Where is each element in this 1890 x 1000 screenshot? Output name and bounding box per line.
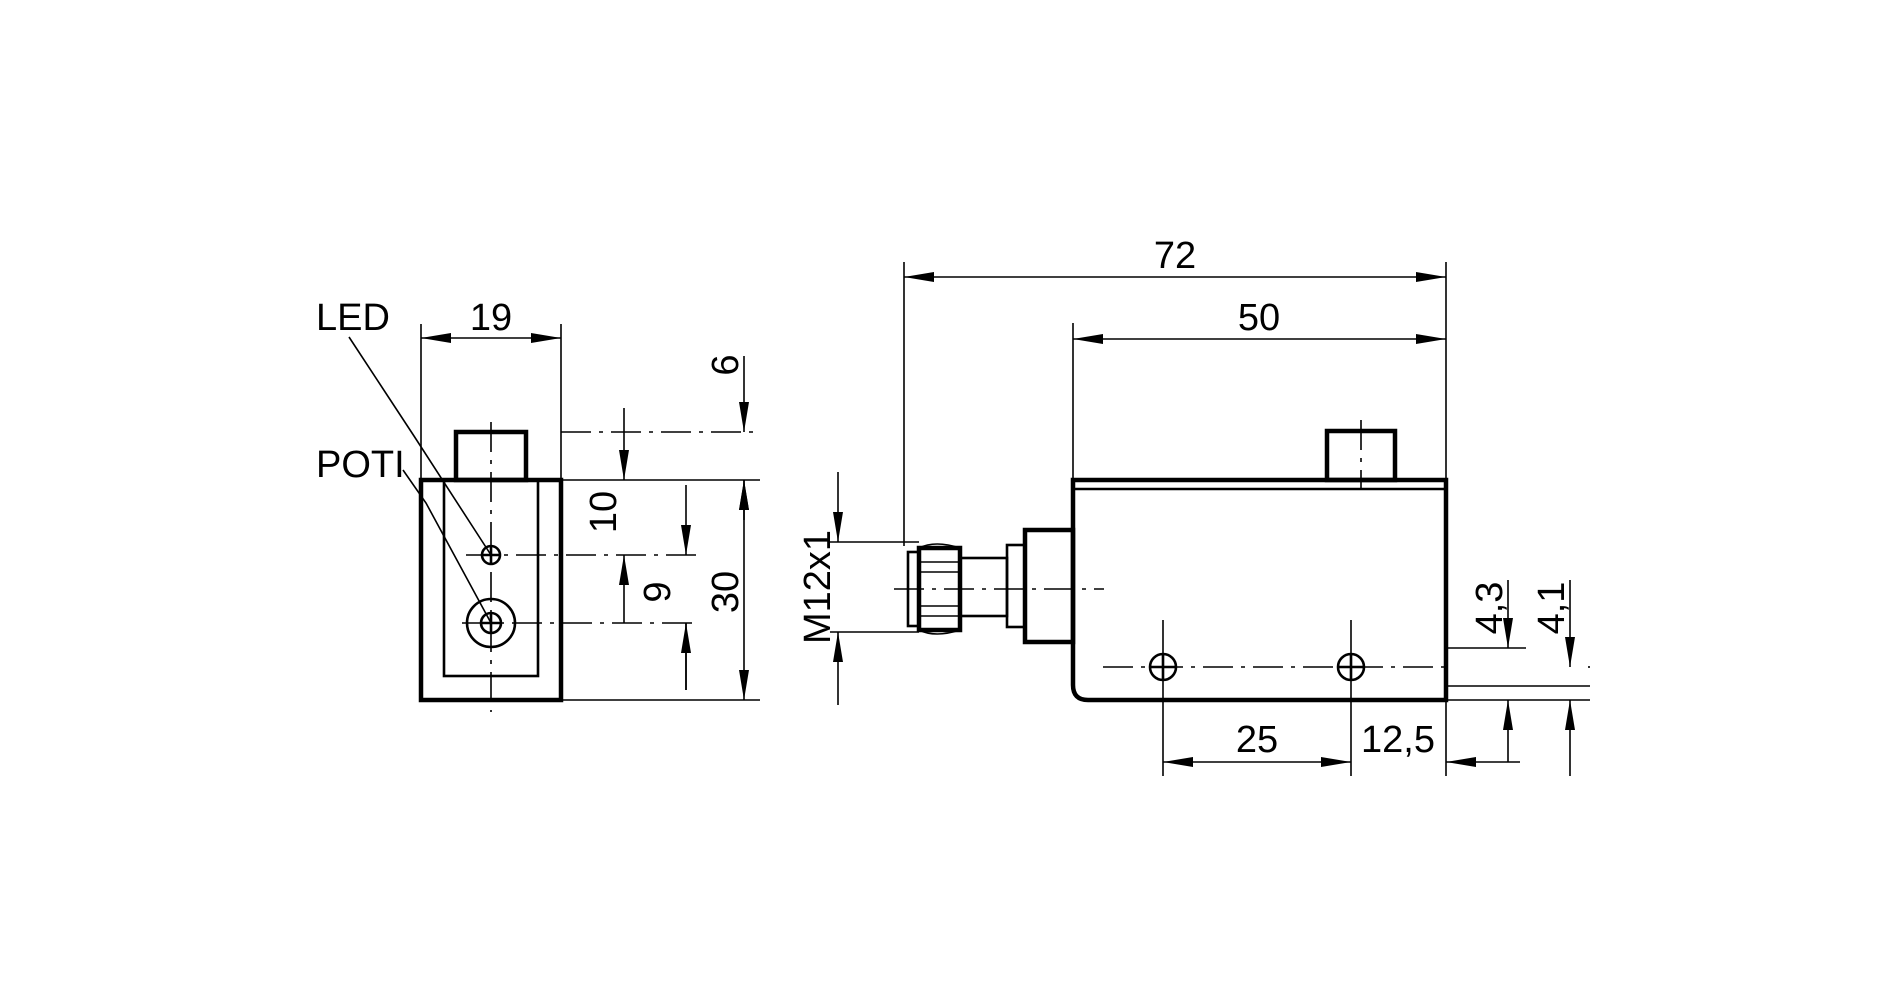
front-view: LED POTI 19 6 10 9 30: [316, 297, 760, 712]
dim-led-height-label: 10: [583, 491, 625, 533]
side-housing: [1070, 477, 1449, 703]
dim-thread-label: M12x1: [797, 530, 839, 644]
led-label: LED: [316, 297, 390, 339]
dim-top-offset-label: 6: [705, 354, 747, 375]
poti-label: POTI: [316, 444, 405, 486]
dim-hole-offset-a-label: 4,3: [1469, 582, 1511, 635]
dim-total-height-label: 30: [705, 571, 747, 613]
m12-connector: [906, 527, 1076, 645]
dim-hole-offset-b-label: 4,1: [1531, 582, 1573, 635]
dim-front-width-label: 19: [470, 297, 512, 339]
poti-leader: [402, 469, 492, 624]
dim-hole-edge-label: 12,5: [1361, 719, 1435, 761]
dim-hole-spacing-label: 25: [1236, 719, 1278, 761]
side-view: M12x1 72 50 25 12,5 4,3 4,1: [797, 235, 1590, 776]
dim-overall-length-label: 72: [1154, 235, 1196, 277]
dim-poti-height-label: 9: [637, 581, 679, 602]
led-leader: [348, 336, 492, 556]
dim-housing-length-label: 50: [1238, 297, 1280, 339]
